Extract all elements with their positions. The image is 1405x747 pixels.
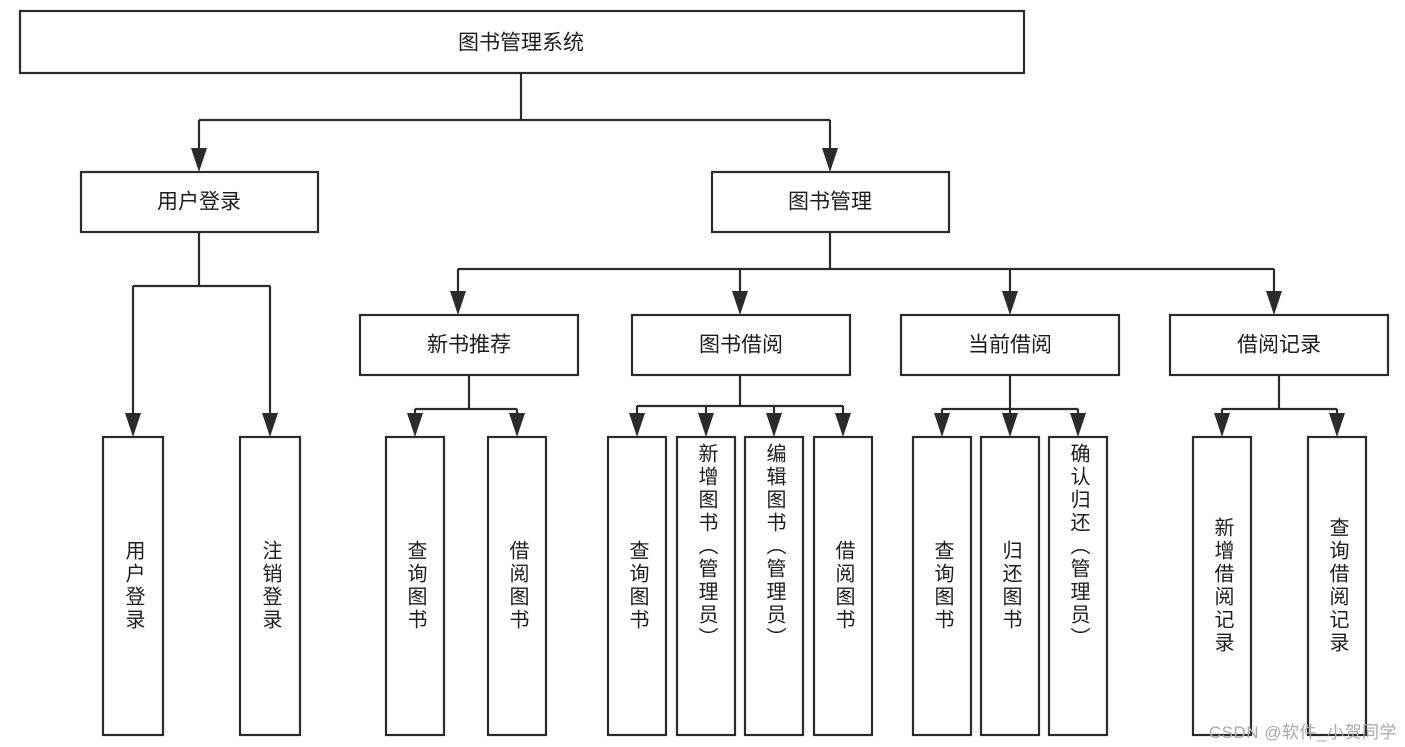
arrow-to-book-borrow [732, 291, 748, 315]
node-leaf-newbook-query-book[interactable] [384, 435, 446, 737]
node-leaf-borrowrecords-add-record[interactable] [1191, 435, 1253, 737]
node-leaf-currentborrow-confirm-return[interactable] [1047, 435, 1109, 737]
arrow-currentborrow-leaf-3 [1070, 413, 1086, 437]
arrow-borrowrecords-leaf-2 [1329, 413, 1345, 437]
arrow-bookborrow-leaf-1 [629, 413, 645, 437]
node-leaf-bookborrow-edit-book[interactable] [743, 435, 805, 737]
arrow-userlogin-leaf-1 [125, 413, 141, 437]
arrow-newbook-leaf-2 [509, 413, 525, 437]
arrow-borrowrecords-leaf-1 [1214, 413, 1230, 437]
node-leaf-bookborrow-borrow-book[interactable] [812, 435, 874, 737]
node-leaf-newbook-borrow-book[interactable] [486, 435, 548, 737]
arrow-userlogin-leaf-2 [262, 413, 278, 437]
arrow-to-new-book-recommend [450, 291, 466, 315]
node-user-login[interactable] [79, 170, 320, 234]
arrow-to-user-login [191, 148, 207, 172]
node-new-book-recommend[interactable] [358, 313, 580, 377]
node-leaf-bookborrow-add-book[interactable] [675, 435, 737, 737]
arrow-currentborrow-leaf-2 [1002, 413, 1018, 437]
arrow-bookborrow-leaf-2 [698, 413, 714, 437]
node-borrow-records[interactable] [1168, 313, 1390, 377]
node-new-book-recommend-label: 新书推荐 [427, 334, 511, 357]
node-leaf-bookborrow-query-book[interactable] [606, 435, 668, 737]
node-root-book-management-system[interactable] [18, 9, 1026, 75]
arrow-currentborrow-leaf-1 [934, 413, 950, 437]
node-current-borrow[interactable] [899, 313, 1121, 377]
csdn-watermark: CSDN @软件_小贺同学 [1208, 723, 1397, 742]
node-book-borrow[interactable] [630, 313, 852, 377]
arrow-to-current-borrow [1002, 291, 1018, 315]
arrow-to-book-mgmt [822, 148, 838, 172]
node-leaf-borrowrecords-query-record[interactable] [1306, 435, 1368, 737]
node-root-label: 图书管理系统 [458, 32, 584, 55]
connectors-layer [125, 73, 1345, 437]
arrow-to-borrow-records [1266, 291, 1282, 315]
node-current-borrow-label: 当前借阅 [968, 334, 1052, 357]
node-book-management-label: 图书管理 [788, 191, 872, 214]
node-book-management[interactable] [710, 170, 951, 234]
node-leaf-user-login-logout[interactable] [238, 435, 302, 737]
node-user-login-label: 用户登录 [157, 191, 241, 214]
node-book-borrow-label: 图书借阅 [699, 334, 783, 357]
node-leaf-user-login-login[interactable] [101, 435, 165, 737]
nodes-layer: 图书管理系统 用户登录 图书管理 新书推荐 图书借阅 当前借阅 借阅记录 [18, 9, 1390, 737]
node-borrow-records-label: 借阅记录 [1237, 334, 1321, 357]
node-leaf-currentborrow-query-book[interactable] [911, 435, 973, 737]
arrow-newbook-leaf-1 [407, 413, 423, 437]
arrow-bookborrow-leaf-3 [766, 413, 782, 437]
node-leaf-currentborrow-return-book[interactable] [979, 435, 1041, 737]
arrow-bookborrow-leaf-4 [835, 413, 851, 437]
